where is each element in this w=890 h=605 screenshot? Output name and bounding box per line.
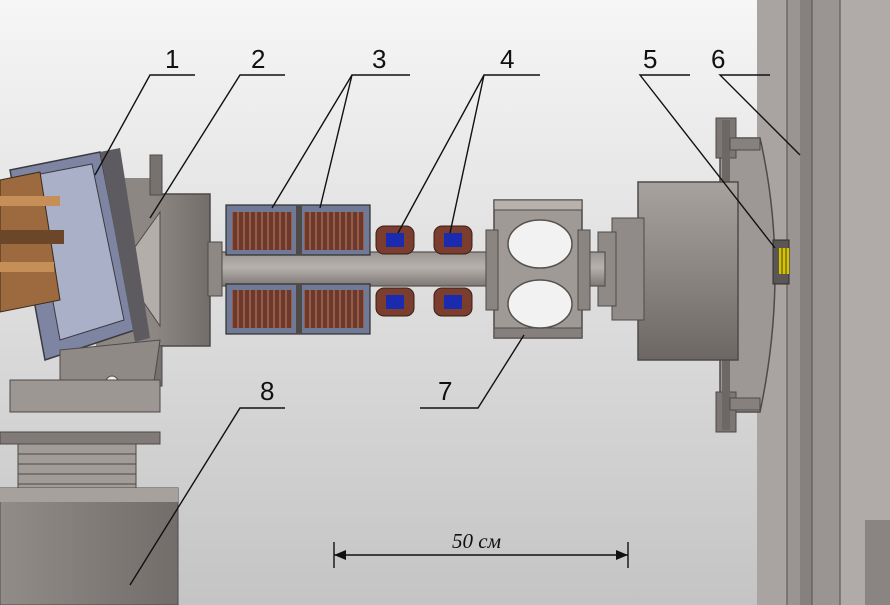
label-5: 5	[643, 44, 657, 74]
label-3: 3	[372, 44, 386, 74]
diagnostic-cross-chamber	[485, 199, 591, 339]
quadrupole-coils	[375, 225, 473, 317]
label-8: 8	[260, 376, 274, 406]
scale-bar-label: 50 см	[452, 529, 501, 553]
support-stand	[0, 339, 179, 605]
label-7: 7	[438, 376, 452, 406]
ion-source-assembly	[0, 148, 150, 361]
wall-structure	[757, 0, 890, 605]
right-chamber-housing	[583, 181, 739, 361]
solenoid-coils	[225, 204, 371, 335]
label-6: 6	[711, 44, 725, 74]
scale-bar: 50 см	[333, 529, 629, 568]
leader-lines	[94, 74, 801, 586]
label-4: 4	[500, 44, 514, 74]
label-2: 2	[251, 44, 265, 74]
label-1: 1	[165, 44, 179, 74]
target-assembly	[772, 239, 790, 285]
